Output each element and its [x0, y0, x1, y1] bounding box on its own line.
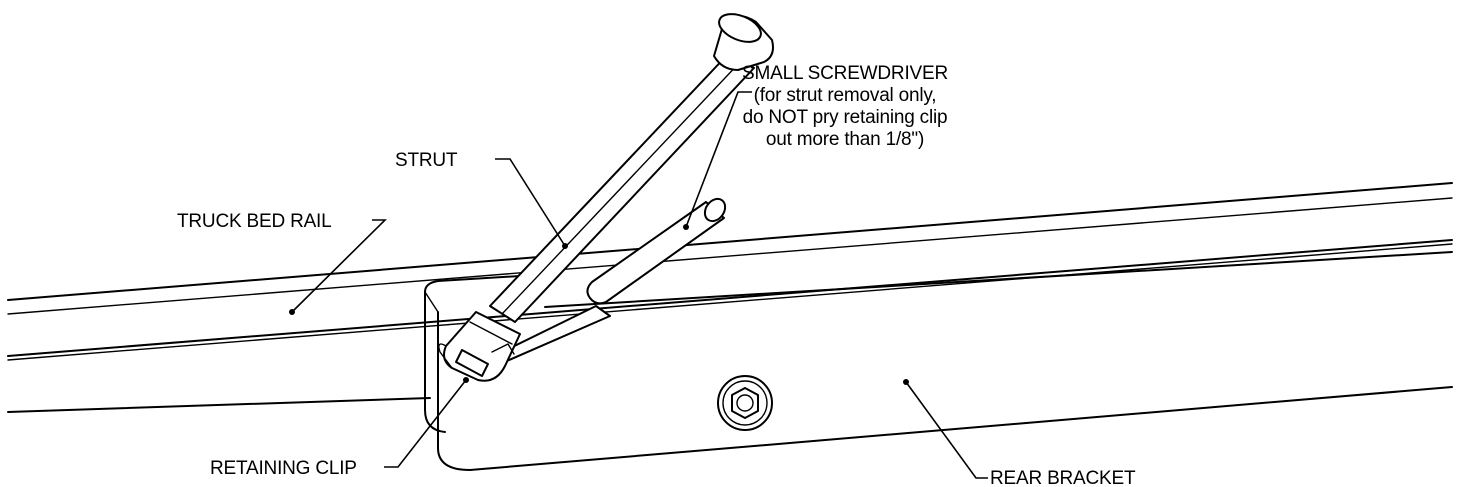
strut-leader	[495, 158, 566, 247]
rear-bracket-label: REAR BRACKET	[990, 468, 1136, 487]
truck-bed-rail	[7, 182, 1453, 413]
screwdriver-label-line-3: do NOT pry retaining clip	[743, 107, 948, 128]
truck-bed-rail-label: TRUCK BED RAIL	[177, 211, 332, 232]
retaining-clip-leader	[384, 379, 467, 468]
screwdriver-label-line-4: out more than 1/8")	[766, 129, 924, 150]
leader-dots	[289, 224, 909, 385]
screwdriver-label: SMALL SCREWDRIVER (for strut removal onl…	[742, 63, 948, 150]
screwdriver-leader	[685, 91, 752, 228]
retaining-clip	[438, 311, 521, 382]
leader-lines	[291, 91, 988, 479]
bracket-bolt	[717, 375, 773, 431]
screwdriver-label-line-2: (for strut removal only,	[754, 85, 937, 106]
rear-bracket	[424, 251, 1453, 471]
truck-bed-rail-leader	[291, 219, 387, 313]
screwdriver-label-line-1: SMALL SCREWDRIVER	[742, 63, 948, 84]
strut-label: STRUT	[395, 150, 458, 171]
rear-bracket-leader	[905, 381, 988, 479]
strut	[489, 13, 774, 323]
retaining-clip-label: RETAINING CLIP	[210, 458, 357, 479]
small-screwdriver	[491, 197, 727, 365]
